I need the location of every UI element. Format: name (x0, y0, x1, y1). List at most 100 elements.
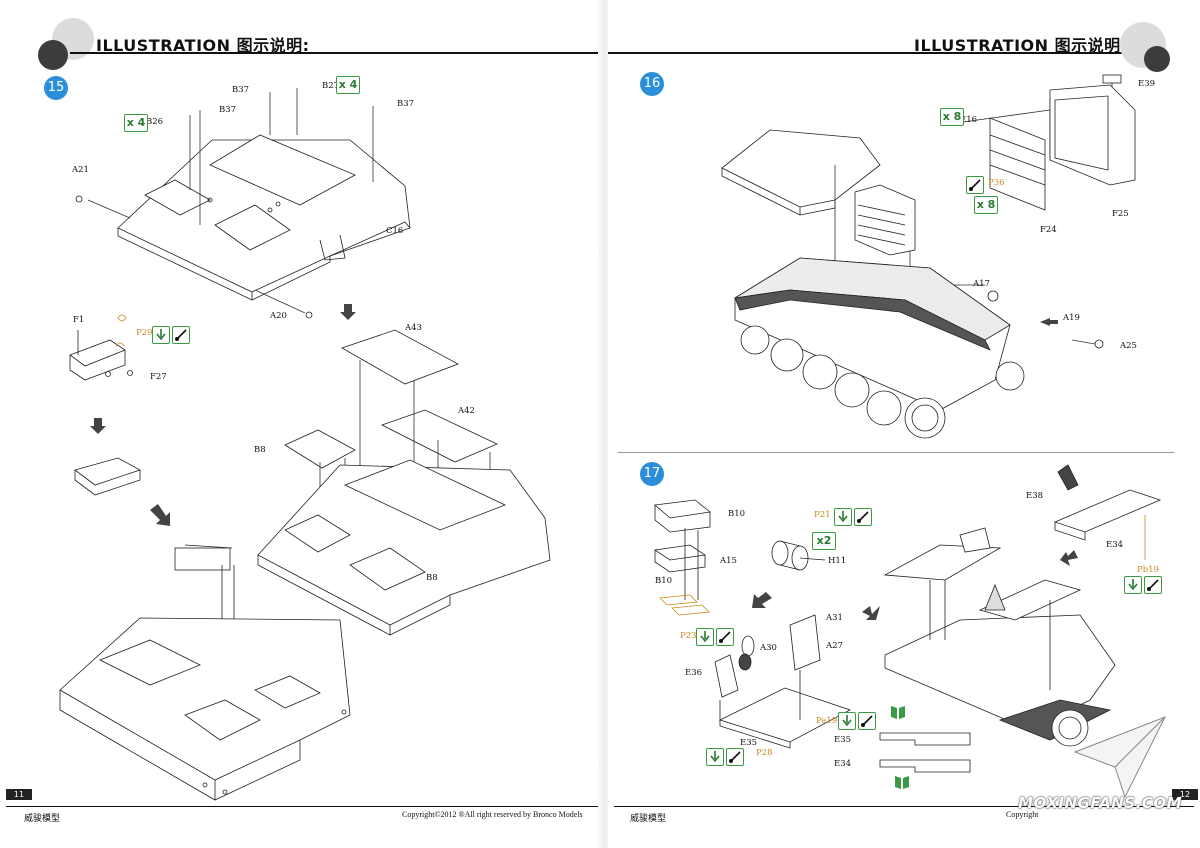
label-e34-1: E34 (834, 759, 851, 769)
header-circle-dark (38, 40, 68, 70)
bend-down-icon (696, 628, 714, 646)
page-number-left: 11 (6, 789, 32, 800)
bracket-f1 (69, 330, 133, 381)
label-b10-1: B10 (728, 509, 745, 519)
arrow-16-left (1040, 318, 1058, 326)
label-a19: A19 (1062, 313, 1080, 323)
step-16-badge: 16 (640, 72, 664, 96)
arrow-15-down-2 (90, 418, 106, 434)
part-a21-knob (75, 195, 83, 203)
part-a25-wheel (1094, 339, 1104, 349)
label-h11: H11 (828, 556, 846, 566)
bend-down-icon (152, 326, 170, 344)
label-e16: E16 (960, 115, 977, 125)
part-b10-upper (654, 499, 711, 533)
part-b10-lower (653, 528, 707, 600)
label-c16: C16 (386, 226, 403, 236)
header-circle-dark-right (1144, 46, 1170, 72)
page-number-right: 12 (1172, 789, 1198, 800)
qty-badge-e16: x 8 (940, 108, 964, 126)
header-rule-left (70, 52, 600, 54)
chassis-17 (883, 527, 1116, 747)
label-p21: P21 (814, 510, 831, 520)
step-divider (618, 452, 1174, 453)
pe-part-p23 (659, 594, 710, 616)
page-title-left: ILLUSTRATION 图示说明: (96, 36, 310, 55)
glue-brush-icon (716, 628, 734, 646)
watermark-text: MOXINGFANS.COM (1018, 794, 1182, 812)
label-e34-2: E34 (1106, 540, 1123, 550)
footer-rule-left (6, 806, 598, 807)
label-f24: F24 (1040, 225, 1057, 235)
parts-fold-icon (890, 704, 906, 720)
plate-a42 (380, 409, 498, 463)
arrow-15-down (340, 304, 356, 320)
arrow-17-diag-1 (752, 592, 772, 608)
label-p29: P29 (136, 328, 153, 338)
label-p23: P23 (680, 631, 697, 641)
qty-badge-b27: x 4 (336, 76, 360, 94)
label-b26: B26 (146, 117, 163, 127)
glue-brush-icon (726, 748, 744, 766)
bend-down-icon (838, 712, 856, 730)
part-e34-upper (1053, 464, 1162, 541)
label-e39: E39 (1138, 79, 1155, 89)
strip-e35 (879, 732, 971, 746)
ammo-rack (854, 184, 916, 256)
label-a27: A27 (825, 641, 843, 651)
label-b37-3: B37 (397, 99, 414, 109)
part-h11-drum (771, 540, 826, 571)
label-pb19: Pb19 (1137, 565, 1159, 575)
bucket-a30 (738, 635, 755, 671)
brand-left: 威骏模型 (24, 814, 61, 824)
glue-brush-icon (858, 712, 876, 730)
arrow-17-right (862, 606, 880, 620)
label-f1: F1 (73, 315, 84, 325)
arrow-17-diag-2 (1060, 550, 1078, 566)
hull-deck-top (117, 134, 411, 301)
label-a31: A31 (825, 613, 843, 623)
qty-badge-h11: x2 (812, 532, 836, 550)
glue-brush-icon (966, 176, 984, 194)
plate-a43 (341, 329, 459, 385)
plate-b8 (284, 429, 356, 469)
label-b27: B27 (322, 81, 339, 91)
step-17-badge: 17 (640, 462, 664, 486)
label-e36: E36 (685, 668, 702, 678)
glue-brush-icon (854, 508, 872, 526)
footer-rule-right (614, 806, 1194, 807)
label-b8-1: B8 (254, 445, 266, 455)
parts-fold-icon (894, 774, 910, 790)
label-b10-2: B10 (655, 576, 672, 586)
strip-e34 (879, 759, 971, 773)
leader-lines-15a (87, 88, 374, 314)
glue-brush-icon (1144, 576, 1162, 594)
step-15-badge: 15 (44, 76, 68, 100)
glue-brush-icon (172, 326, 190, 344)
bend-down-icon (706, 748, 724, 766)
qty-badge-p36: x 8 (974, 196, 998, 214)
label-b37-2: B37 (219, 105, 236, 115)
label-b37-1: B37 (232, 85, 249, 95)
label-e35-1: E35 (740, 738, 757, 748)
hull-deck-middle (257, 459, 551, 636)
label-e38: E38 (1026, 491, 1043, 501)
page-title-right: ILLUSTRATION 图示说明: (914, 36, 1128, 55)
hull-deck-bottom (59, 544, 351, 801)
label-a21: A21 (71, 165, 89, 175)
arrow-15-diag (150, 504, 170, 526)
part-a20-knob (305, 311, 313, 319)
bend-down-icon (834, 508, 852, 526)
bend-down-icon (1124, 576, 1142, 594)
label-f25: F25 (1112, 209, 1129, 219)
label-a25: A25 (1119, 341, 1137, 351)
label-p28: P28 (756, 748, 773, 758)
bracket-e35-assembly (714, 614, 852, 749)
label-a43: A43 (404, 323, 422, 333)
watermark-plane-icon (1073, 716, 1167, 799)
qty-badge-b26: x 4 (124, 114, 148, 132)
brand-right: 威骏模型 (630, 814, 667, 824)
part-a17-hatch (987, 290, 999, 302)
